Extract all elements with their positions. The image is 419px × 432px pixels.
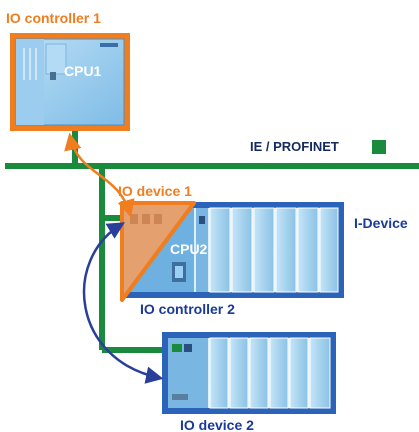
green-square-icon — [372, 140, 386, 154]
network-label: IE / PROFINET — [250, 139, 339, 154]
io-device-1-label: IO device 1 — [118, 183, 192, 199]
cpu2-rack — [120, 201, 344, 302]
cpu2-modules — [196, 207, 339, 293]
cpu2-label: CPU2 — [170, 241, 208, 257]
cpu1-label: CPU1 — [64, 63, 102, 79]
io-device-2-rack — [162, 332, 336, 414]
io-controller-2-label: IO controller 2 — [140, 301, 235, 317]
orange-communication-arrow — [64, 132, 135, 218]
i-device-label: I-Device — [354, 215, 408, 231]
blue-communication-arrow — [82, 222, 164, 384]
io-device-2-label: IO device 2 — [180, 417, 254, 432]
io-controller-1-device — [10, 33, 130, 131]
io-controller-1-label: IO controller 1 — [6, 10, 101, 26]
